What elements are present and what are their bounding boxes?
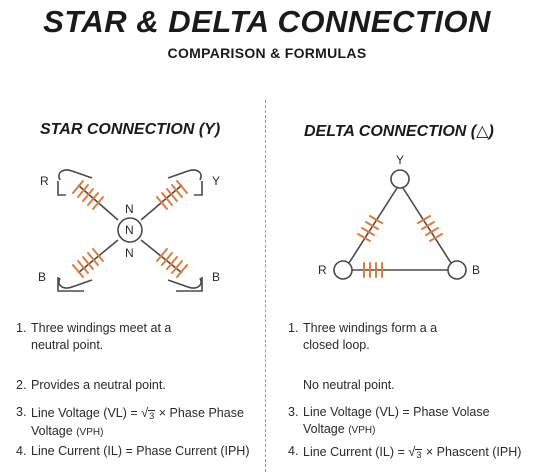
- delta-item-4: 4. Line Current (IL) = √3 × Phascent (IP…: [288, 443, 533, 462]
- star-label-n-center: N: [125, 223, 134, 237]
- star-label-n-top: N: [125, 202, 134, 216]
- star-item-3: 3. Line Voltage (VL) = √3 × Phase Phase …: [16, 404, 261, 441]
- delta-item-3: 3. Line Voltage (VL) = Phase Volase Volt…: [288, 404, 533, 439]
- list-number: 3.: [16, 405, 27, 419]
- delta-label-y: Y: [396, 153, 404, 167]
- list-number: 4.: [288, 444, 299, 458]
- sqrt-symbol: √3: [408, 444, 423, 460]
- list-text: Line Current (IL) = √3 × Phascent (IPH): [303, 444, 522, 460]
- list-number: 4.: [16, 444, 27, 458]
- list-text: Line Current (IL) = Phase Current (IPH): [31, 444, 250, 458]
- star-label-y: Y: [212, 174, 220, 188]
- sqrt-symbol: √3: [141, 405, 156, 421]
- delta-label-r: R: [318, 263, 327, 277]
- list-number: 1.: [288, 321, 299, 335]
- delta-item-2: No neutral point.: [288, 377, 533, 394]
- delta-heading: DELTA CONNECTION (△): [304, 123, 494, 140]
- delta-label-b: B: [472, 263, 480, 277]
- star-item-2: 2. Provides a neutral point.: [16, 377, 261, 394]
- star-item-4: 4. Line Current (IL) = Phase Current (IP…: [16, 443, 261, 460]
- star-heading: STAR CONNECTION (Y): [40, 121, 221, 138]
- list-text: Three windings meet at a neutral point.: [31, 321, 172, 352]
- delta-item-1: 1. Three windings form a a closed loop.: [288, 320, 533, 354]
- list-text: No neutral point.: [303, 378, 395, 392]
- list-number: 3.: [288, 405, 299, 419]
- star-label-b-right: B: [212, 270, 220, 284]
- list-text: Line Voltage (VL) = Phase Volase Voltage…: [303, 405, 490, 436]
- star-label-r: R: [40, 174, 49, 188]
- list-text: Line Voltage (VL) = √3 × Phase Phase Vol…: [31, 405, 244, 438]
- list-number: 1.: [16, 321, 27, 335]
- page-subtitle: COMPARISON & FORMULAS: [167, 45, 367, 61]
- page-title: STAR & DELTA CONNECTION: [43, 4, 491, 39]
- list-text: Provides a neutral point.: [31, 378, 166, 392]
- list-text: Three windings form a a closed loop.: [303, 321, 438, 352]
- star-label-b-left: B: [38, 270, 46, 284]
- star-item-1: 1. Three windings meet at a neutral poin…: [16, 320, 261, 354]
- column-divider: [265, 100, 266, 472]
- list-number: 2.: [16, 378, 27, 392]
- star-label-n-bottom: N: [125, 246, 134, 260]
